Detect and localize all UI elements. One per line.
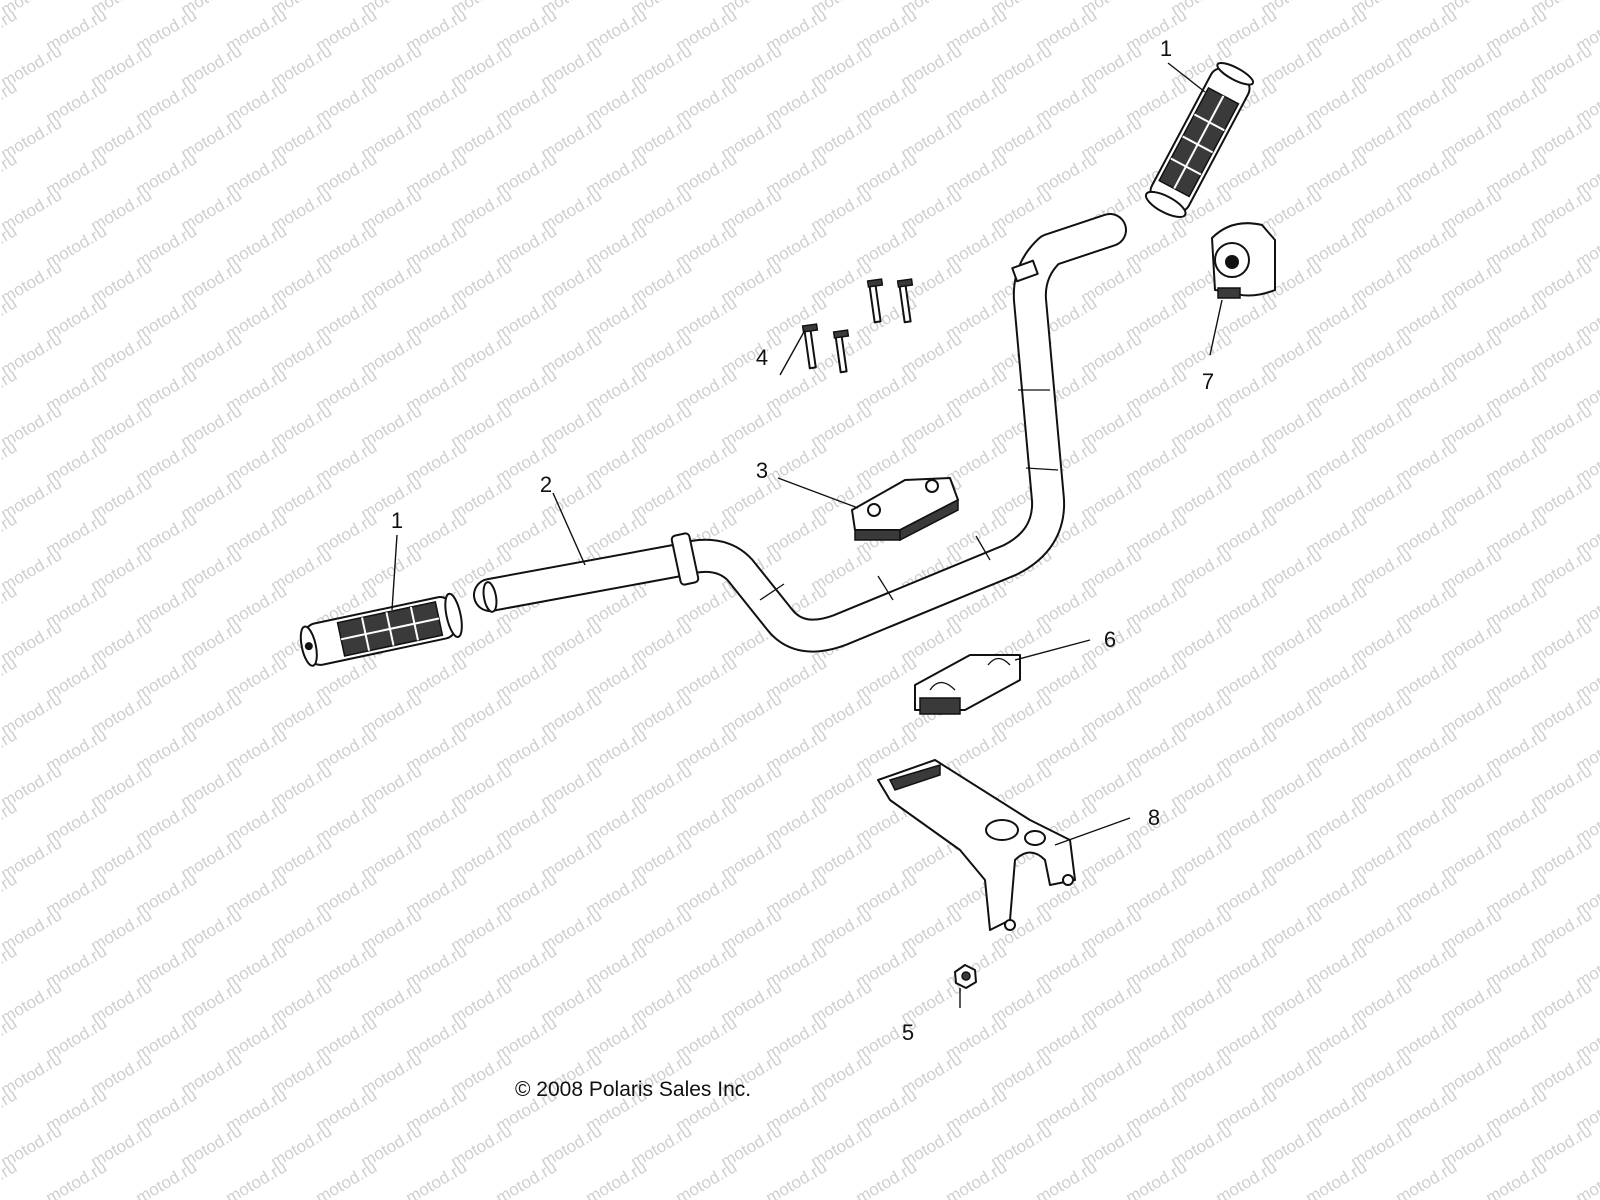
watermark-text: motod.ru xyxy=(538,1193,606,1200)
callout-grip-right: 1 xyxy=(1160,36,1172,61)
watermark-text: motod.ru xyxy=(268,1193,336,1200)
watermark-text: motod.ru xyxy=(43,1157,111,1200)
callout-bracket: 8 xyxy=(1148,805,1160,830)
bolts xyxy=(801,278,914,374)
watermark-text: motod.ru xyxy=(403,1157,471,1200)
watermark-text: motod.ru xyxy=(988,1193,1056,1200)
watermark-text: motod.ru xyxy=(1528,1193,1596,1200)
nut xyxy=(954,964,977,989)
callout-nut: 5 xyxy=(902,1020,914,1045)
watermark-text: motod.ru xyxy=(1393,1157,1461,1200)
callout-upper-clamp: 3 xyxy=(756,458,768,483)
callout-handlebar: 2 xyxy=(540,472,552,497)
watermark-text: motod.ru xyxy=(1123,1157,1191,1200)
cover xyxy=(1211,222,1276,299)
watermark-text: motod.ru xyxy=(853,1157,921,1200)
watermark-text: motod.ru xyxy=(493,1157,561,1200)
watermark-text: motod.ru xyxy=(718,1193,786,1200)
callout-upper-clamp-bolts: 4 xyxy=(756,345,768,370)
bracket xyxy=(877,759,1076,931)
watermark-text: motod.ru xyxy=(0,1193,65,1200)
watermark-text: motod.ru xyxy=(943,1157,1011,1200)
leader-lines xyxy=(391,62,1223,1008)
callout-lower-clamp: 6 xyxy=(1104,627,1116,652)
watermark-text: motod.ru xyxy=(808,1193,876,1200)
copyright-notice: © 2008 Polaris Sales Inc. xyxy=(515,1078,752,1101)
watermark-text: motod.ru xyxy=(763,1157,831,1200)
watermark-text: motod.ru xyxy=(583,1157,651,1200)
watermark-text: motod.ru xyxy=(223,1157,291,1200)
callout-cover: 7 xyxy=(1202,369,1214,394)
callout-grip-left: 1 xyxy=(391,508,403,533)
handlebar xyxy=(473,213,1127,653)
watermark-text: motod.ru xyxy=(1168,1193,1236,1200)
lower-clamp xyxy=(914,654,1021,715)
watermark-text: motod.ru xyxy=(1078,1193,1146,1200)
watermark-text: motod.ru xyxy=(1483,1157,1551,1200)
watermark-text: motod.ru xyxy=(1303,1157,1371,1200)
watermark-text: motod.ru xyxy=(628,1193,696,1200)
watermark-text: motod.ru xyxy=(178,1193,246,1200)
watermark-text: motod.ru xyxy=(448,1193,516,1200)
watermark-text: motod.ru xyxy=(1348,1193,1416,1200)
watermark-text: motod.ru xyxy=(673,1157,741,1200)
upper-clamp xyxy=(851,477,959,542)
watermark-text: motod.ru xyxy=(358,1193,426,1200)
grip-right xyxy=(1144,61,1255,218)
watermark-text: motod.ru xyxy=(1258,1193,1326,1200)
watermark-text: motod.ru xyxy=(1213,1157,1281,1200)
watermark-text: motod.ru xyxy=(1573,1157,1600,1200)
watermark-text: motod.ru xyxy=(313,1157,381,1200)
watermark-text: motod.ru xyxy=(898,1193,966,1200)
watermark-text: motod.ru xyxy=(88,1193,156,1200)
watermark-text: motod.ru xyxy=(133,1157,201,1200)
watermark-text: motod.ru xyxy=(1438,1193,1506,1200)
grip-left xyxy=(299,592,463,667)
watermark-text: motod.ru xyxy=(1033,1157,1101,1200)
